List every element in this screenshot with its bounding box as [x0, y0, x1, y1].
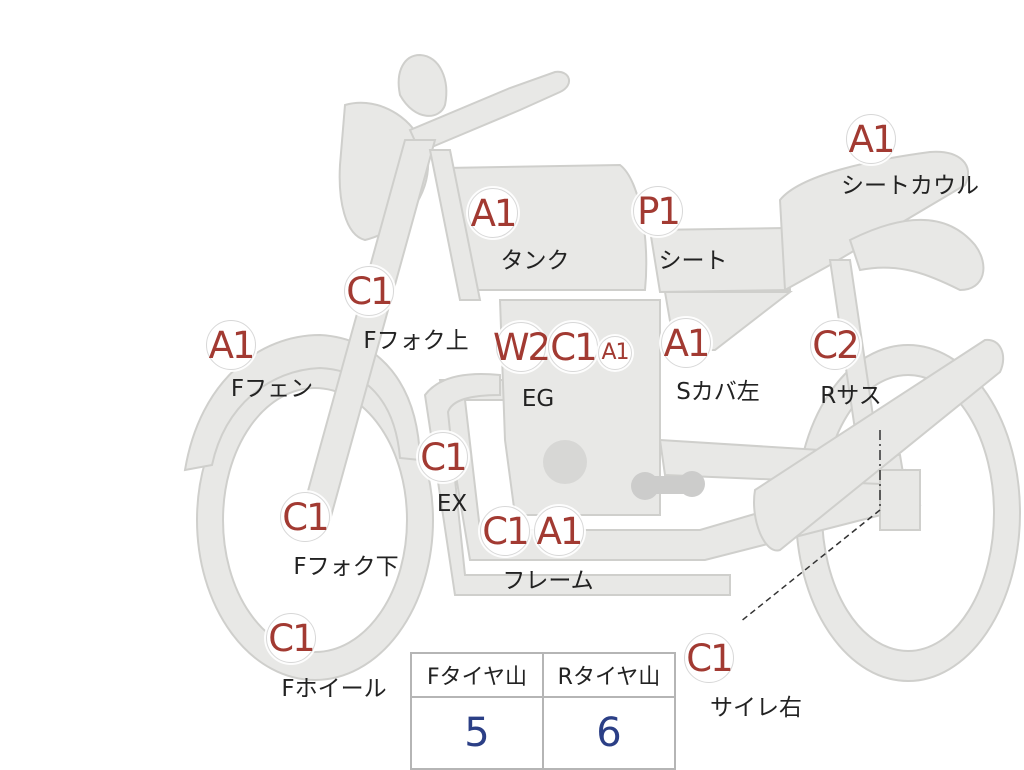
label-fork-upper: Fフォク上 — [363, 328, 469, 354]
label-silencer-right: サイレ右 — [710, 695, 802, 721]
marker-front-wheel: C1 — [266, 613, 316, 663]
seat — [648, 226, 792, 294]
marker-rear-suspension: C2 — [810, 320, 860, 370]
mirror — [397, 53, 448, 117]
label-frame: フレーム — [502, 568, 594, 594]
label-seat: シート — [658, 248, 728, 274]
tire-tread-table: Fタイヤ山 Rタイヤ山 5 6 — [410, 652, 676, 770]
label-fork-lower: Fフォク下 — [293, 554, 399, 580]
label-engine: EG — [521, 386, 555, 412]
foot-peg — [631, 471, 705, 500]
rear-hub — [879, 469, 921, 531]
header-rear-tire-tread: Rタイヤ山 — [542, 652, 676, 698]
label-front-wheel: Fホイール — [281, 676, 387, 702]
marker-frame-c1: C1 — [480, 506, 530, 556]
label-exhaust: EX — [436, 491, 468, 517]
label-rear-suspension: Rサス — [820, 383, 882, 409]
front-fork — [298, 139, 437, 521]
seat-cowl — [778, 150, 970, 292]
marker-engine-c1: C1 — [548, 322, 598, 372]
rear-fender — [848, 218, 985, 292]
marker-side-cover-left: A1 — [661, 318, 711, 368]
label-front-fender: Fフェン — [230, 376, 314, 402]
label-tank: タンク — [500, 248, 570, 274]
marker-seat: P1 — [633, 186, 683, 236]
marker-exhaust: C1 — [418, 432, 468, 482]
table-row: 5 6 — [410, 696, 676, 770]
marker-frame-a1: A1 — [534, 506, 584, 556]
front-fork-rear — [428, 149, 482, 301]
value-rear-tire-tread: 6 — [542, 696, 676, 770]
marker-fork-lower: C1 — [280, 492, 330, 542]
table-header-row: Fタイヤ山 Rタイヤ山 — [410, 652, 676, 698]
marker-seat-cowl: A1 — [846, 114, 896, 164]
marker-engine: W2 — [493, 322, 551, 372]
marker-silencer-right: C1 — [684, 633, 734, 683]
label-seat-cowl: シートカウル — [841, 173, 979, 199]
label-side-cover-left: Sカバ左 — [676, 379, 760, 405]
marker-engine-a1: A1 — [598, 336, 632, 370]
marker-tank: A1 — [468, 188, 518, 238]
marker-fork-upper: C1 — [344, 266, 394, 316]
header-front-tire-tread: Fタイヤ山 — [410, 652, 544, 698]
muffler — [753, 338, 1005, 552]
handlebar — [408, 70, 570, 154]
value-front-tire-tread: 5 — [410, 696, 544, 770]
crankcase-cover — [543, 440, 587, 484]
marker-front-fender: A1 — [206, 320, 256, 370]
